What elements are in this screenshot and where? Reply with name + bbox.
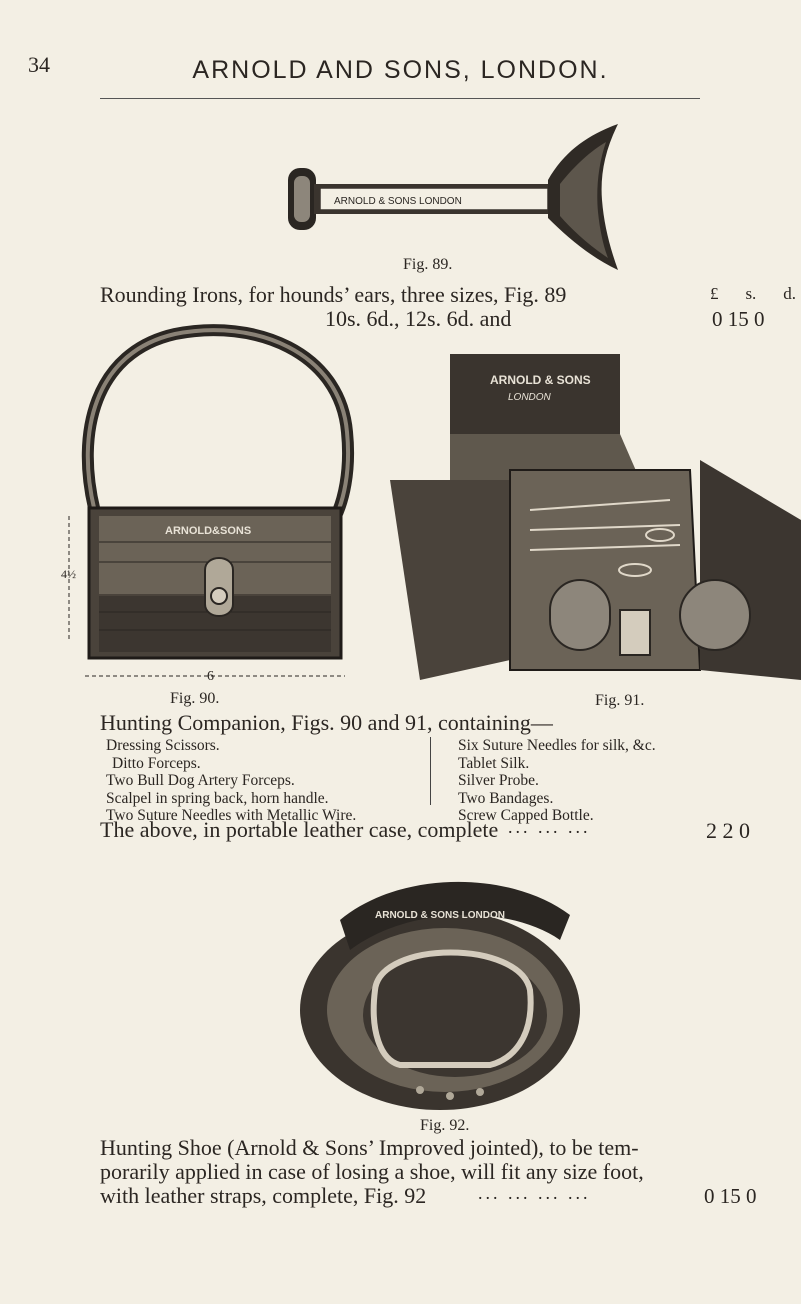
- fig-89-description: Rounding Irons, for hounds’ ears, three …: [100, 282, 567, 307]
- fig-92-engraving: ARNOLD & SONS LONDON: [375, 910, 505, 921]
- list-item: Scalpel in spring back, horn handle.: [106, 789, 329, 807]
- fig-89-caption: Fig. 89.: [403, 256, 453, 273]
- companion-list-right: Six Suture Needles for silk, &c. Tablet …: [458, 737, 656, 825]
- list-item: Six Suture Needles for silk, &c.: [458, 737, 656, 754]
- companion-leader-dots: ... ... ...: [508, 817, 591, 837]
- fig-92-price: 0 15 0: [704, 1184, 757, 1208]
- fig-91-engraving-line2: LONDON: [508, 392, 552, 403]
- companion-list-left: Dressing Scissors. Ditto Forceps. Two Bu…: [106, 737, 356, 825]
- list-item: Two Bull Dog Artery Forceps.: [106, 772, 295, 789]
- fig-89-prices-line: 10s. 6d., 12s. 6d. and: [325, 306, 512, 331]
- fig-92-hunting-shoe-illustration: ARNOLD & SONS LONDON: [300, 881, 580, 1110]
- list-item: Silver Probe.: [458, 772, 539, 789]
- fig-90-leather-case-illustration: ARNOLD&SONS 4½ 6: [61, 324, 355, 684]
- currency-header: £ s. d.: [710, 284, 796, 304]
- fig-92-leader-dots: ... ... ... ...: [478, 1183, 591, 1203]
- page-number: 34: [28, 52, 50, 77]
- fig-90-dim-horizontal: 6: [207, 669, 214, 684]
- list-item: Two Suture Needles with Metallic Wire.: [106, 807, 357, 824]
- fig-91-open-case-illustration: ARNOLD & SONS LONDON: [390, 354, 801, 680]
- fig-90-caption: Fig. 90.: [170, 690, 220, 707]
- list-item: Two Bandages.: [458, 789, 554, 807]
- fig-90-dim-vertical: 4½: [61, 567, 76, 581]
- currency-pounds: £: [710, 284, 719, 303]
- fig-92-caption: Fig. 92.: [420, 1117, 470, 1134]
- header-rule: [100, 98, 700, 99]
- list-divider: [430, 737, 431, 805]
- fig-91-caption: Fig. 91.: [595, 692, 645, 709]
- fig-89-engraving: ARNOLD & SONS LONDON: [334, 196, 462, 207]
- fig-90-engraving: ARNOLD&SONS: [165, 525, 251, 537]
- companion-heading: Hunting Companion, Figs. 90 and 91, cont…: [100, 710, 553, 735]
- currency-shillings: s.: [745, 284, 757, 303]
- page-header-title: ARNOLD AND SONS, LONDON.: [192, 56, 609, 84]
- list-item: Screw Capped Bottle.: [458, 807, 594, 824]
- list-item: Tablet Silk.: [458, 754, 530, 772]
- currency-pence: d.: [783, 284, 796, 303]
- fig-91-engraving-line1: ARNOLD & SONS: [490, 373, 591, 387]
- fig-92-description-line3: with leather straps, complete, Fig. 92: [100, 1183, 427, 1208]
- list-item: Ditto Forceps.: [112, 754, 201, 772]
- list-item: Dressing Scissors.: [106, 737, 220, 754]
- companion-complete-line: The above, in portable leather case, com…: [100, 817, 499, 842]
- companion-price: 2 2 0: [706, 818, 750, 843]
- fig-92-description-line2: porarily applied in case of losing a sho…: [100, 1159, 644, 1184]
- fig-92-description-line1: Hunting Shoe (Arnold & Sons’ Improved jo…: [100, 1135, 639, 1160]
- fig-89-price: 0 15 0: [712, 307, 765, 331]
- fig-89-rounding-iron-illustration: ARNOLD & SONS LONDON: [288, 124, 618, 270]
